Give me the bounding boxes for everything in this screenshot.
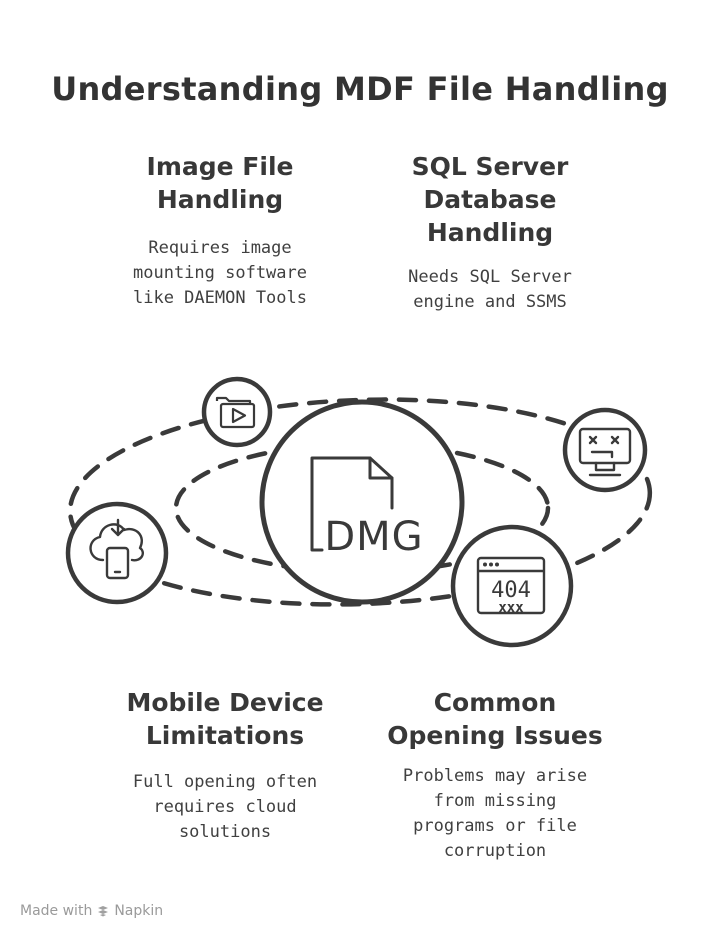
block-heading: Mobile Device Limitations (126, 688, 324, 750)
footer-brand: Napkin (114, 903, 164, 919)
block-sql-server-handling: SQL Server Database Handling Needs SQL S… (370, 150, 610, 315)
dmg-center-node: DMG (259, 399, 465, 605)
block-description: Needs SQL Server engine and SSMS (408, 267, 572, 312)
napkin-logo-icon (98, 906, 109, 917)
broken-monitor-icon (562, 407, 648, 493)
block-description: Problems may arise from missing programs… (402, 766, 588, 861)
dmg-label: DMG (324, 514, 423, 560)
error-code: 404 (491, 578, 531, 603)
footer-prefix: Made with (20, 903, 93, 919)
error-404-icon: 404 xxx (450, 524, 574, 648)
page-title: Understanding MDF File Handling (51, 70, 669, 108)
cloud-download-phone-icon (65, 501, 169, 605)
block-mobile-device-limitations: Mobile Device Limitations Full opening o… (100, 686, 350, 845)
dmg-file-icon (310, 456, 394, 552)
block-image-file-handling: Image File Handling Requires image mount… (100, 150, 340, 311)
block-description: Requires image mounting software like DA… (133, 238, 307, 308)
block-heading: Image File Handling (146, 152, 294, 214)
block-common-opening-issues: Common Opening Issues Problems may arise… (360, 686, 630, 864)
block-heading: Common Opening Issues (387, 688, 603, 750)
block-description: Full opening often requires cloud soluti… (132, 772, 318, 842)
folder-video-icon (201, 376, 273, 448)
error-marks: xxx (498, 600, 524, 616)
made-with-napkin-link[interactable]: Made with Napkin (20, 903, 163, 919)
block-heading: SQL Server Database Handling (411, 152, 569, 247)
